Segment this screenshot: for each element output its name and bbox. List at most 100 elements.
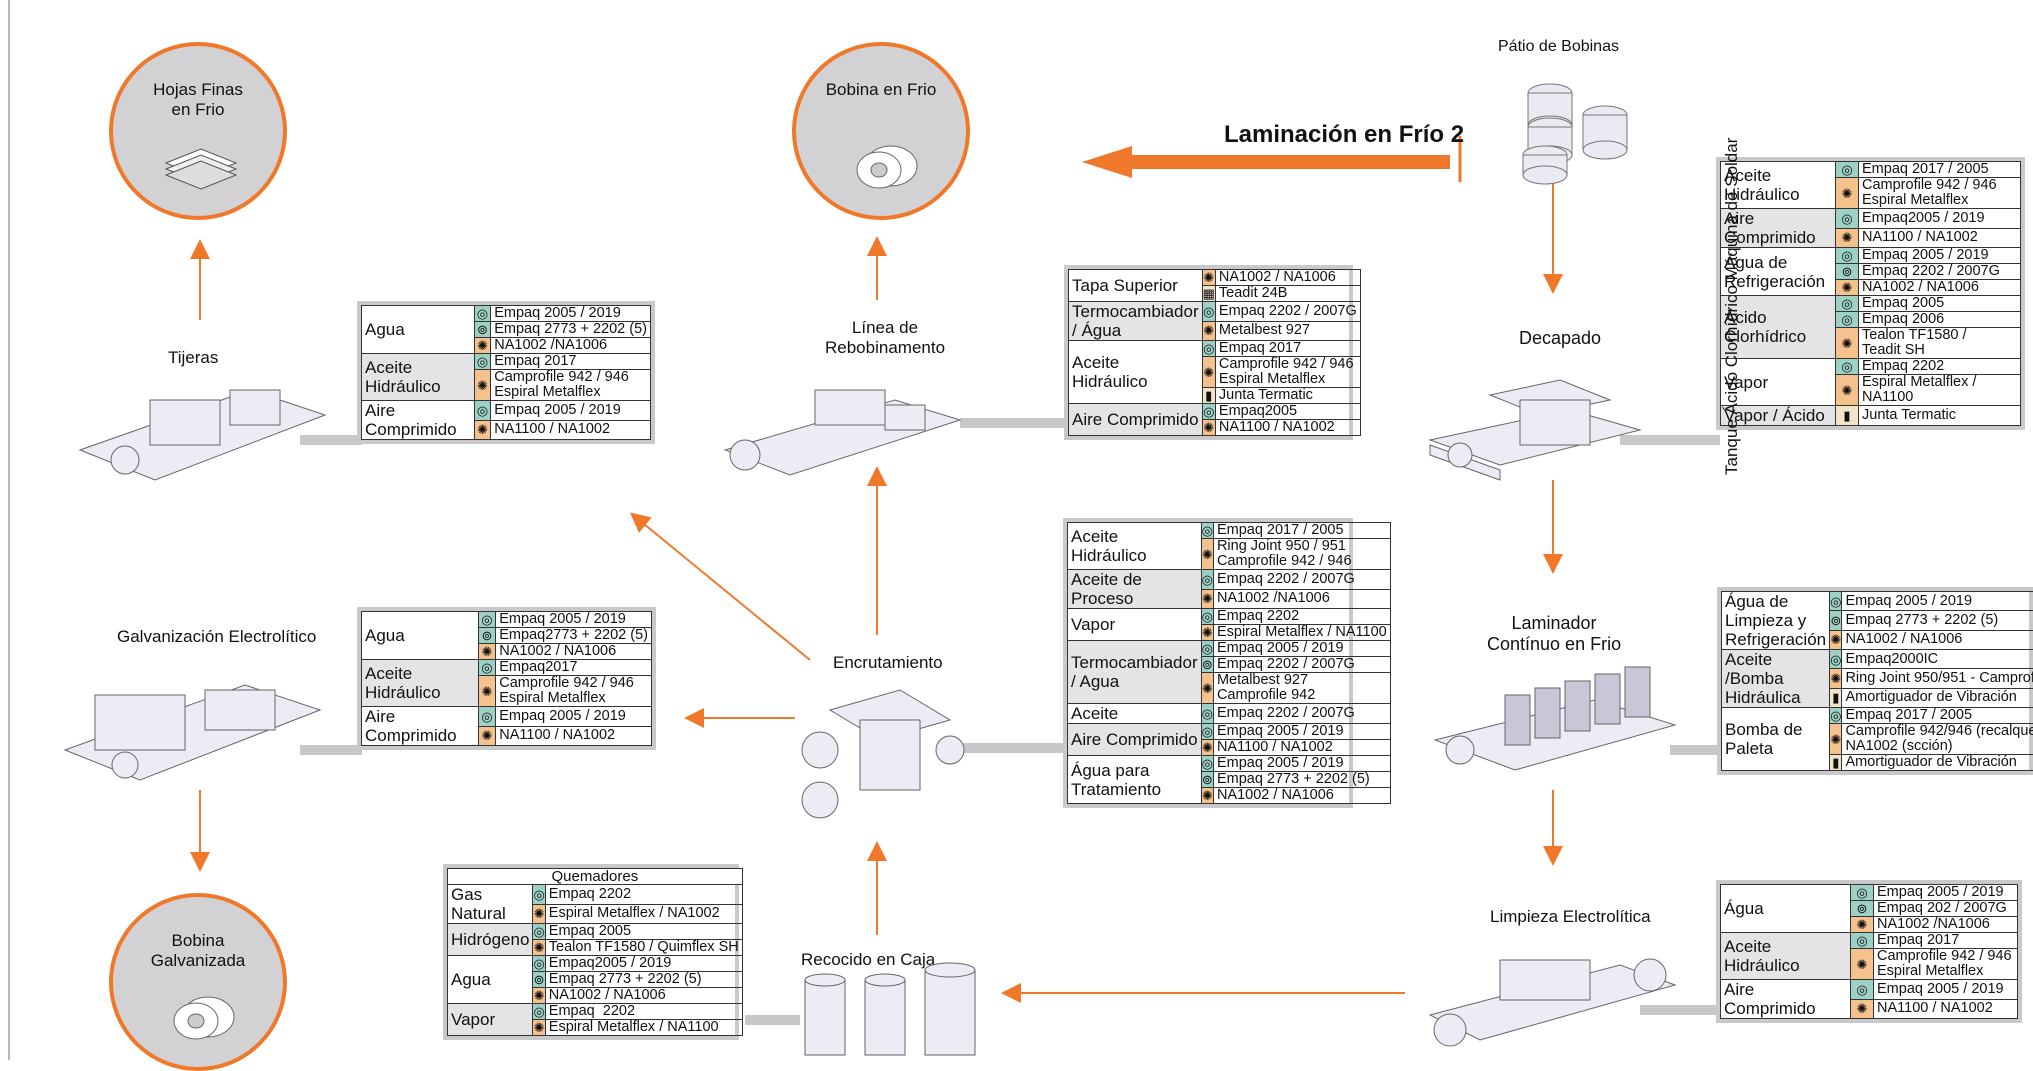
product-name: Empaq 2202 (1859, 359, 2021, 375)
gasket-icon: ◎ (1851, 885, 1874, 901)
main-flow-arrow (1082, 146, 1450, 178)
ring-icon: ⊚ (1851, 901, 1874, 917)
coil-icon (845, 138, 925, 198)
table-row: Ácido Clorhídrico◎Empaq 2005 (1721, 296, 2021, 312)
table-row: Água de Limpieza y Refrigeración◎Empaq 2… (1722, 592, 2033, 611)
product-name: Tealon TF1580 / Teadit SH (1859, 328, 2021, 359)
table-row: Aceite /Bomba Hidráulica◎Empaq2000IC (1722, 650, 2033, 669)
gasket-table: Agua◎Empaq 2005 / 2019⊚Empaq 2773 + 2202… (361, 305, 651, 440)
spiral-icon: ✺ (533, 1020, 545, 1036)
table-row: Tapa Superior✺NA1002 / NA1006 (1069, 270, 1361, 286)
fluid-label: Agua (362, 612, 479, 660)
fluid-label: Aire Comprimido (362, 707, 479, 746)
table-laminador: Água de Limpieza y Refrigeración◎ Empaq 2… (1717, 587, 2033, 775)
product-name: Empaq 2017 / 2005 (1859, 162, 2021, 178)
table-row: Aire Comprimido◎Empaq2005 / 2019 (1721, 209, 2021, 229)
grid-icon: ▦ (1202, 286, 1215, 302)
fluid-label: Agua (448, 956, 533, 1004)
table-tijeras: Agua◎Empaq 2005 / 2019⊚Empaq 2773 + 2202… (357, 301, 655, 444)
product-name: NA1002 / NA1006 (545, 988, 742, 1004)
label-rebobinamiento: Línea de Rebobinamento (825, 318, 945, 357)
product-name: Espiral Metalflex / NA1100 (545, 1020, 742, 1036)
product-name: Empaq 2005 / 2019 (1213, 724, 1390, 740)
product-name: Empaq 2202 / 2007G (1215, 302, 1360, 322)
product-name: Empaq 2202 (1213, 609, 1390, 625)
table-row: Aceite Hidráulico◎Empaq 2017 (1069, 341, 1361, 357)
sheet-icon: ✺ (1851, 917, 1874, 933)
spiral-icon: ✺ (1836, 328, 1859, 359)
fluid-label: Aceite /Bomba Hidráulica (1722, 650, 1830, 708)
fluid-label: Aire Comprimido (1721, 980, 1851, 1019)
sheets-icon (161, 141, 241, 191)
product-name: NA1100 / NA1002 (1874, 999, 2018, 1019)
fluid-label: Água para Tratamiento (1068, 756, 1202, 804)
product-name: Junta Termatic (1215, 388, 1360, 404)
gasket-icon: ◎ (1202, 302, 1215, 322)
arrow-encrutamiento-tijeras (633, 515, 810, 660)
table-row: Termocambiador / Agua◎Empaq 2005 / 2019 (1068, 641, 1391, 657)
fluid-label: Termocambiador / Agua (1068, 641, 1202, 704)
gasket-icon: ◎ (1836, 162, 1859, 178)
product-name: Empaq 2017 / 2005 (1842, 708, 2033, 724)
table-row: Agua◎Empaq 2005 / 2019 (362, 306, 651, 322)
label-encrutamiento: Encrutamiento (833, 653, 943, 673)
product-name: Camprofile 942 / 946 Espiral Metalflex (1215, 357, 1360, 388)
sheet-icon: ✺ (474, 338, 491, 354)
fluid-label: Tapa Superior (1069, 270, 1203, 302)
table-row: Vapor / Ácido▮Junta Termatic (1721, 406, 2021, 426)
gasket-icon: ◎ (1836, 296, 1859, 312)
product-name: NA1002 / NA1006 (1213, 788, 1390, 804)
product-name: Empaq 2202 / 2007G (1859, 264, 2021, 280)
gasket-icon: ◎ (1836, 248, 1859, 264)
product-name: Empaq 2773 + 2202 (5) (1213, 772, 1390, 788)
spiral-icon: ✺ (1851, 999, 1874, 1019)
gasket-table: Aceite Hidráulico◎Empaq 2017 / 2005✺Camp… (1720, 161, 2021, 426)
product-name: Empaq 202 / 2007G (1874, 901, 2018, 917)
table-row: Vapor◎Empaq 2202 (448, 1004, 743, 1020)
spiral-icon: ✺ (1851, 949, 1874, 980)
product-name: NA1002 / NA1006 (1215, 270, 1360, 286)
table-row: Agua◎Empaq 2005 / 2019 (362, 612, 652, 628)
table-row: Hidrógeno◎Empaq 2005 (448, 924, 743, 940)
product-name: Empaq2000IC (1842, 650, 2033, 669)
label-galvanizacion: Galvanización Electrolítico (117, 627, 316, 647)
product-name: NA1100 / NA1002 (1215, 420, 1360, 436)
galvanizacion-machine (55, 655, 325, 795)
product-name: Empaq 2005 / 2019 (1874, 885, 2018, 901)
ring-icon: ⊚ (1201, 772, 1213, 788)
gasket-icon: ◎ (1201, 570, 1213, 590)
joint-icon: ▮ (1830, 755, 1842, 771)
gasket-icon: ◎ (533, 1004, 545, 1020)
sheet-icon: ✺ (1201, 539, 1213, 570)
product-name: Metalbest 927 Camprofile 942 (1213, 673, 1390, 704)
label-patio: Pátio de Bobinas (1498, 38, 1619, 56)
table-rebobinamiento: Tapa Superior✺NA1002 / NA1006▦Teadit 24B… (1064, 265, 1353, 440)
table-row: Aceite◎Empaq 2202 / 2007G (1068, 704, 1391, 724)
table-row: Aire Comprimido◎Empaq 2005 / 2019 (362, 401, 651, 421)
gasket-icon: ◎ (533, 885, 545, 905)
gasket-icon: ◎ (533, 956, 545, 972)
table-row: Aceite de Proceso◎Empaq 2202 / 2007G (1068, 570, 1391, 590)
sheet-icon: ✺ (1830, 630, 1842, 649)
sheet-icon: ✺ (1201, 673, 1213, 704)
decapado-machine (1420, 350, 1650, 490)
table-row: Água para Tratamiento◎Empaq 2005 / 2019 (1068, 756, 1391, 772)
gasket-icon: ◎ (1201, 704, 1213, 724)
gasket-icon: ◎ (1830, 650, 1842, 669)
spiral-icon: ✺ (1201, 625, 1213, 641)
product-name: Espiral Metalflex / NA1002 (545, 904, 742, 924)
product-name: Empaq 2005 / 2019 (1213, 756, 1390, 772)
node-label: Bobina Galvanizada (113, 931, 283, 972)
gasket-icon: ◎ (1201, 641, 1213, 657)
fluid-label: Água de Limpieza y Refrigeración (1722, 592, 1830, 650)
product-name: Espiral Metalflex / NA1100 (1213, 625, 1390, 641)
spiral-icon: ✺ (1830, 669, 1842, 688)
gasket-icon: ◎ (474, 306, 491, 322)
sheet-icon: ✺ (1202, 321, 1215, 341)
ring-icon: ⊚ (1836, 264, 1859, 280)
table-encrutamiento: Aceite Hidráulico◎Empaq 2017 / 2005✺Ring… (1063, 518, 1353, 808)
spiral-icon: ✺ (474, 370, 491, 401)
product-name: Tealon TF1580 / Quimflex SH (545, 940, 742, 956)
product-name: NA1002 / NA1006 (1842, 630, 2033, 649)
